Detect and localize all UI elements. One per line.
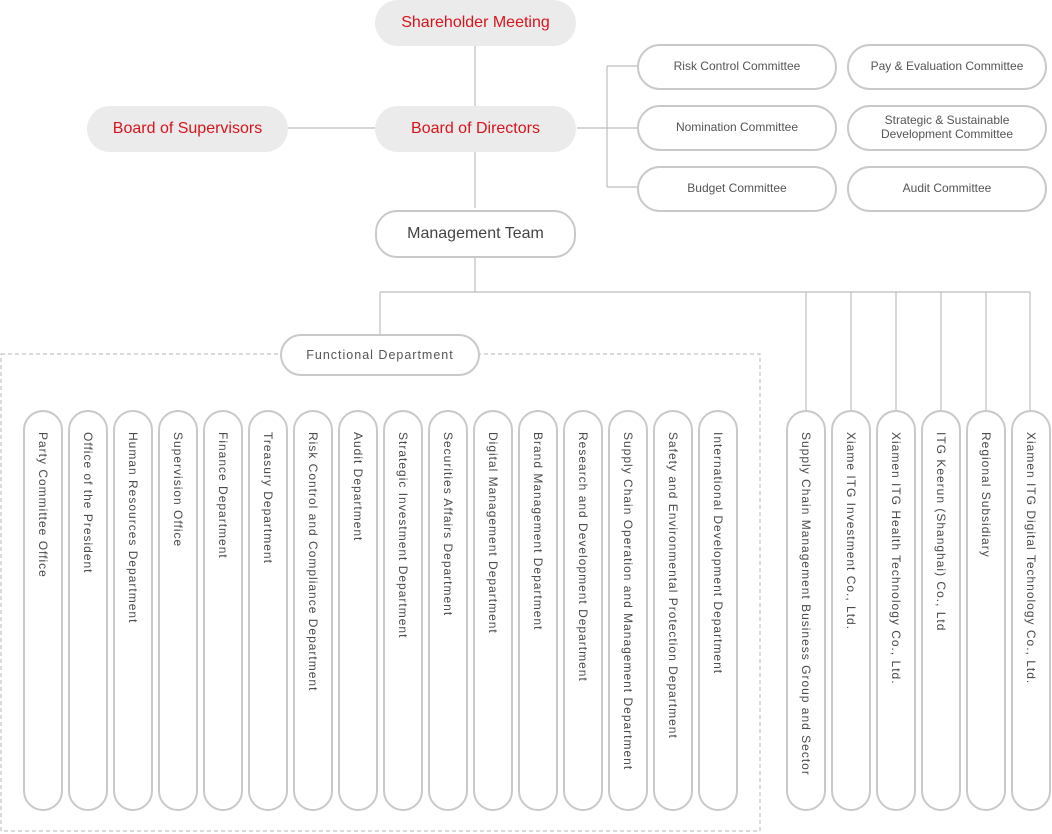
board-of-supervisors-node: Board of Supervisors: [87, 106, 288, 152]
department-label: International Development Department: [711, 432, 725, 675]
subsidiary-regional-subsidiary: Regional Subsidiary: [966, 410, 1006, 811]
nomination-committee-node: Nomination Committee: [637, 105, 837, 151]
department-risk-control-and-compliance-department: Risk Control and Compliance Department: [293, 410, 333, 811]
department-human-resources-department: Human Resources Department: [113, 410, 153, 811]
strategic-sustainable-committee-node: Strategic & Sustainable Development Comm…: [847, 105, 1047, 151]
department-party-committee-office: Party Committee Office: [23, 410, 63, 811]
subsidiary-label: Xiamen ITG Digital Technology Co., Ltd.: [1024, 432, 1038, 685]
department-digital-management-department: Digital Management Department: [473, 410, 513, 811]
audit-committee-node: Audit Committee: [847, 166, 1047, 212]
department-label: Treasury Department: [261, 432, 275, 564]
department-label: Finance Department: [216, 432, 230, 559]
department-label: Strategic Investment Department: [396, 432, 410, 639]
department-label: Party Committee Office: [36, 432, 50, 578]
department-supervision-office: Supervision Office: [158, 410, 198, 811]
department-label: Human Resources Department: [126, 432, 140, 624]
department-research-and-development-department: Research and Development Department: [563, 410, 603, 811]
department-label: Digital Management Department: [486, 432, 500, 634]
department-label: Research and Development Department: [576, 432, 590, 682]
subsidiary-label: Xiamen ITG Health Technology Co., Ltd.: [889, 432, 903, 685]
subsidiary-supply-chain-management-business-group-and-sector: Supply Chain Management Business Group a…: [786, 410, 826, 811]
subsidiary-label: ITG Keerun (Shanghai) Co., Ltd: [934, 432, 948, 632]
department-label: Brand Management Department: [531, 432, 545, 631]
management-team-node: Management Team: [375, 210, 576, 258]
department-office-of-the-president: Office of the President: [68, 410, 108, 811]
department-securities-affairs-department: Securities Affairs Department: [428, 410, 468, 811]
department-label: Supervision Office: [171, 432, 185, 548]
department-brand-management-department: Brand Management Department: [518, 410, 558, 811]
subsidiary-label: Xiame ITG Investment Co., Ltd.: [844, 432, 858, 631]
department-safety-and-environmental-protection-department: Safety and Environmental Protection Depa…: [653, 410, 693, 811]
shareholder-meeting-node: Shareholder Meeting: [375, 0, 576, 46]
functional-department-label: Functional Department: [280, 334, 480, 376]
department-label: Audit Department: [351, 432, 365, 542]
department-label: Office of the President: [81, 432, 95, 574]
department-label: Risk Control and Compliance Department: [306, 432, 320, 692]
subsidiary-label: Supply Chain Management Business Group a…: [799, 432, 813, 776]
risk-control-committee-node: Risk Control Committee: [637, 44, 837, 90]
department-treasury-department: Treasury Department: [248, 410, 288, 811]
subsidiary-label: Regional Subsidiary: [979, 432, 993, 558]
subsidiary-xiamen-itg-digital-technology-co-ltd: Xiamen ITG Digital Technology Co., Ltd.: [1011, 410, 1051, 811]
pay-evaluation-committee-node: Pay & Evaluation Committee: [847, 44, 1047, 90]
department-label: Supply Chain Operation and Management De…: [621, 432, 635, 771]
budget-committee-node: Budget Committee: [637, 166, 837, 212]
board-of-directors-node: Board of Directors: [375, 106, 576, 152]
department-label: Securities Affairs Department: [441, 432, 455, 617]
department-finance-department: Finance Department: [203, 410, 243, 811]
department-international-development-department: International Development Department: [698, 410, 738, 811]
subsidiary-xiamen-itg-health-technology-co-ltd: Xiamen ITG Health Technology Co., Ltd.: [876, 410, 916, 811]
subsidiary-xiame-itg-investment-co-ltd: Xiame ITG Investment Co., Ltd.: [831, 410, 871, 811]
department-audit-department: Audit Department: [338, 410, 378, 811]
department-strategic-investment-department: Strategic Investment Department: [383, 410, 423, 811]
subsidiary-itg-keerun-shanghai-co-ltd: ITG Keerun (Shanghai) Co., Ltd: [921, 410, 961, 811]
department-supply-chain-operation-and-management-department: Supply Chain Operation and Management De…: [608, 410, 648, 811]
department-label: Safety and Environmental Protection Depa…: [666, 432, 680, 739]
